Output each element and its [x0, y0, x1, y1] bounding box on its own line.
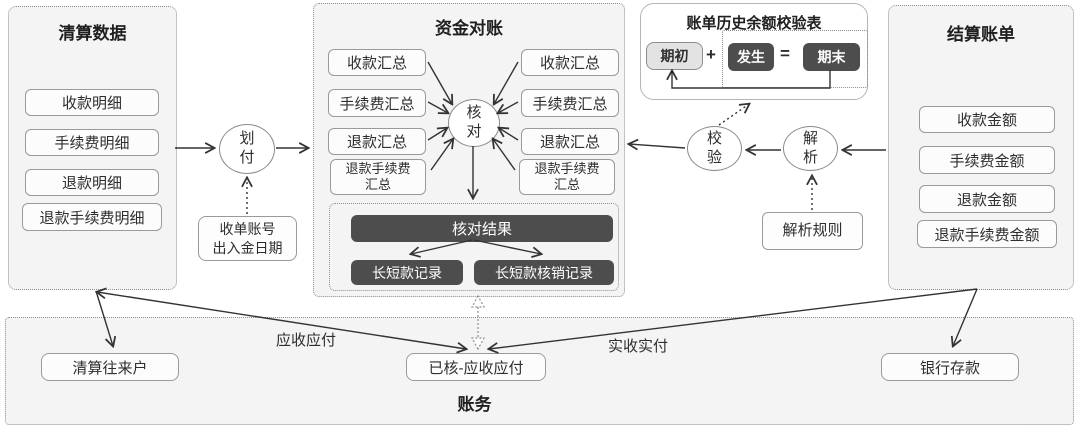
node-refund-amount: 退款金额: [919, 185, 1055, 213]
transfer-circle: 划 付: [219, 124, 275, 174]
settlement-bill-title: 结算账单: [947, 25, 1015, 44]
edge-label-actual: 实收实付: [608, 338, 669, 355]
node-refund-fee-summary-right: 退款手续费 汇总: [519, 159, 615, 195]
opening-balance-chip: 期初: [646, 42, 703, 70]
node-refund-summary-right: 退款汇总: [521, 128, 619, 155]
accounting-title: 账务: [457, 395, 492, 414]
node-fee-amount: 手续费金额: [919, 146, 1055, 174]
node-receipt-detail: 收款明细: [25, 89, 159, 116]
equals-operator: =: [780, 44, 790, 63]
balance-check-panel: 账单历史余额校验表 期初 + 发生 = 期末: [640, 3, 868, 100]
node-refund-fee-amount: 退款手续费金额: [917, 220, 1057, 248]
node-receipt-amount: 收款金额: [919, 106, 1055, 133]
verify-circle: 校 验: [687, 126, 742, 171]
node-refund-detail: 退款明细: [25, 169, 159, 196]
node-fee-summary-left: 手续费汇总: [328, 89, 426, 117]
clearing-data-panel: 清算数据 收款明细 手续费明细 退款明细 退款手续费明细: [8, 6, 177, 290]
node-verified-ar-ap: 已核-应收应付: [406, 353, 546, 381]
balance-check-title: 账单历史余额校验表: [686, 15, 822, 32]
check-result-bar: 核对结果: [351, 215, 613, 242]
edge-verify-to-reconciliation: [629, 144, 686, 148]
closing-chip: 期末: [803, 43, 860, 71]
long-short-record-button: 长短款记录: [351, 260, 463, 285]
occurred-closing-group: 发生 = 期末: [722, 30, 868, 88]
check-circle: 核 对: [448, 99, 500, 147]
node-fee-detail: 手续费明细: [25, 129, 159, 156]
edge-verify-to-balance-table: [718, 104, 749, 126]
node-fee-summary-right: 手续费汇总: [521, 89, 619, 117]
node-bank-deposit: 银行存款: [881, 353, 1019, 381]
plus-operator: +: [706, 45, 716, 64]
check-result-group: 核对结果 长短款记录 长短款核销记录: [329, 203, 619, 291]
node-refund-summary-left: 退款汇总: [328, 128, 426, 155]
node-refund-fee-detail: 退款手续费明细: [22, 203, 162, 231]
node-refund-fee-summary-left: 退款手续费 汇总: [330, 159, 426, 195]
fund-reconciliation-panel: 资金对账 收款汇总 手续费汇总 退款汇总 退款手续费 汇总 核 对 收款汇总 手…: [313, 3, 625, 297]
clearing-data-title: 清算数据: [58, 24, 127, 43]
settlement-bill-panel: 结算账单 收款金额 手续费金额 退款金额 退款手续费金额: [888, 5, 1074, 290]
acquirer-account-note: 收单账号 出入金日期: [198, 216, 297, 261]
node-clearing-transit-account: 清算往来户: [41, 353, 179, 381]
node-receipt-summary-left: 收款汇总: [328, 49, 426, 76]
parse-rule-node: 解析规则: [762, 212, 863, 250]
edge-label-ar-ap: 应收应付: [276, 332, 337, 349]
long-short-writeoff-record-button: 长短款核销记录: [474, 260, 614, 285]
fund-reconciliation-title: 资金对账: [435, 19, 503, 38]
node-receipt-summary-right: 收款汇总: [521, 49, 619, 76]
parse-circle: 解 析: [783, 126, 838, 171]
occurred-chip: 发生: [728, 43, 774, 71]
accounting-panel: 清算往来户 已核-应收应付 银行存款 账务: [5, 317, 1074, 425]
